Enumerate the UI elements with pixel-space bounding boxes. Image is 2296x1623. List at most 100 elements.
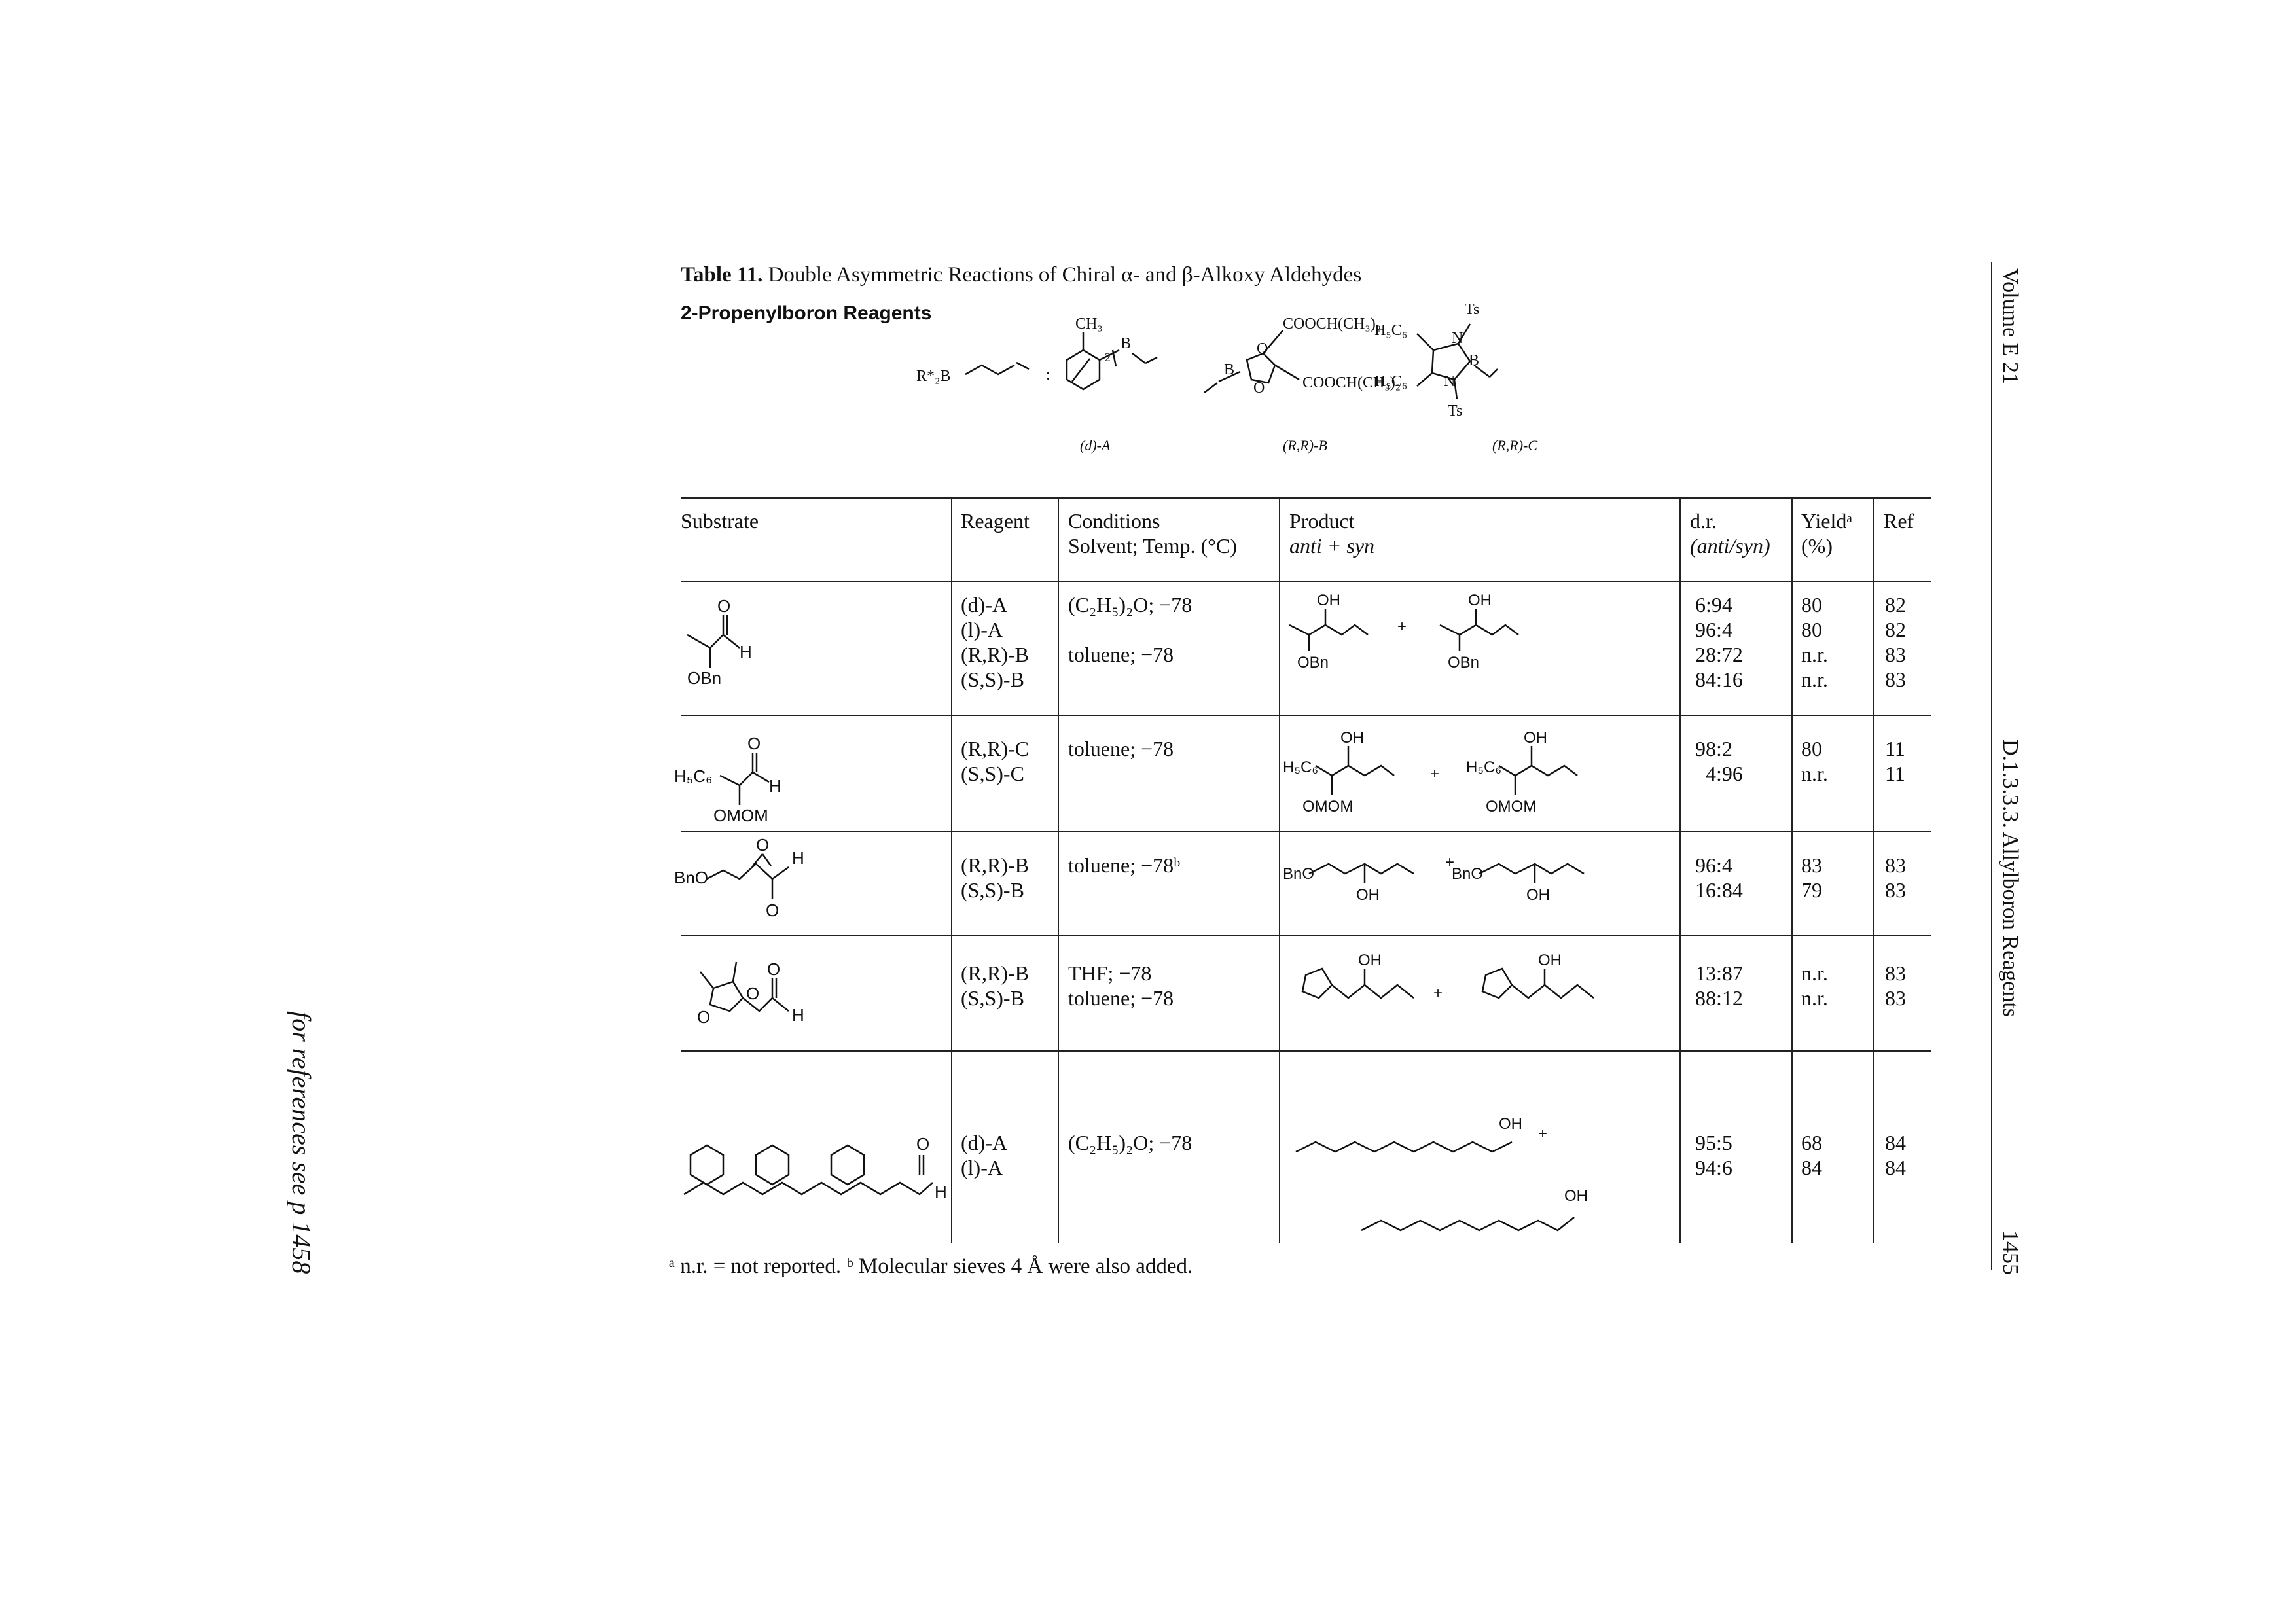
row4-dr: 13:87 88:12 [1695,961,1743,1010]
header-yield-line2: (%) [1801,534,1833,558]
table-cell: (S,S)-C [961,762,1024,785]
table-cell: 98:2 [1695,737,1732,760]
svg-text:OBn: OBn [687,668,721,688]
page-number: 1455 [1998,1230,2022,1275]
svg-text:Ts: Ts [1465,301,1479,318]
svg-text:OH: OH [1524,729,1547,747]
row3-yield: 83 79 [1801,853,1822,902]
margin-rule [1991,262,1992,1270]
svg-text:H₅C₆: H₅C₆ [1283,758,1318,776]
svg-text:OH: OH [1340,729,1364,747]
col-rule-1 [951,497,952,1243]
table-cell: 83 [1885,878,1906,902]
table-cell: 4:96 [1706,762,1743,785]
svg-text:OH: OH [1526,886,1550,904]
header-substrate: Substrate [681,509,759,533]
row2-conditions: toluene; −78 [1068,736,1174,761]
table-cell: (R,R)-C [961,737,1029,760]
svg-text:H: H [769,776,781,796]
table-cell [1068,617,1192,642]
row3-ref: 83 83 [1885,853,1906,902]
header-conditions: Conditions Solvent; Temp. (°C) [1068,508,1237,558]
header-dr: d.r. (anti/syn) [1690,508,1770,558]
header-dr-line1: d.r. [1690,509,1717,533]
row1-ref: 82 82 83 83 [1885,592,1906,692]
svg-text:H: H [740,642,752,662]
row4-yield: n.r. n.r. [1801,961,1828,1010]
svg-text:Ts: Ts [1448,402,1462,419]
svg-text:O: O [766,901,779,920]
row2-yield: 80 n.r. [1801,736,1828,786]
col-rule-5 [1791,497,1793,1243]
svg-text:N: N [1444,373,1455,390]
row1-reagents: (d)-A (l)-A (R,R)-B (S,S)-B [961,592,1029,692]
table-cell: (S,S)-B [961,668,1024,691]
table-cell: 11 [1885,762,1905,785]
svg-text:H: H [935,1182,947,1202]
svg-text:O: O [916,1134,929,1154]
svg-text:+: + [1430,765,1439,783]
row2-ref: 11 11 [1885,736,1905,786]
header-conditions-line1: Conditions [1068,509,1160,533]
row1-dr: 6:94 96:4 28:72 84:16 [1695,592,1743,692]
svg-text:BnO: BnO [1452,865,1483,883]
table-title: Table 11. Double Asymmetric Reactions of… [681,263,1361,287]
header-product: Product anti + syn [1289,508,1374,558]
row5-ref: 84 84 [1885,1130,1906,1180]
col-rule-2 [1058,497,1059,1243]
table-cell: 94:6 [1695,1156,1732,1179]
svg-text:O: O [747,734,761,753]
svg-text:O: O [756,835,769,855]
table-cell: 13:87 [1695,961,1743,985]
header-rule [681,581,1931,582]
table-cell: 82 [1885,618,1906,641]
table-cell: 83 [1885,643,1906,666]
table-cell: (d)-A [961,593,1008,616]
table-cell: n.r. [1801,643,1828,666]
svg-text:OMOM: OMOM [1302,798,1353,815]
table-cell: 95:5 [1695,1131,1732,1154]
col-rule-6 [1873,497,1874,1243]
row5-dr: 95:5 94:6 [1695,1130,1732,1180]
svg-text:B: B [1469,352,1479,369]
reagent-structures: R*₂B : CH₃ B 2 O B O COOCH(CH₃)₂ COOCH(C… [916,301,1537,454]
table-top-rule [681,497,1931,499]
table-cell: toluene; −78ᵇ [1068,853,1181,877]
svg-text:H₅C₆: H₅C₆ [1374,373,1407,390]
table-cell: 68 [1801,1131,1822,1154]
header-yield-line1: Yieldᵃ [1801,509,1853,533]
header-reagent: Reagent [961,509,1030,533]
table-cell: 83 [1885,961,1906,985]
table-cell: 84:16 [1695,668,1743,691]
header-ref: Ref [1884,509,1914,533]
table-footnote: ᵃ n.r. = not reported. ᵇ Molecular sieve… [669,1255,1193,1278]
row-rule-3 [681,935,1931,936]
svg-text:COOCH(CH₃)₂: COOCH(CH₃)₂ [1302,374,1401,391]
table-cell: (d)-A [961,1131,1008,1154]
table-cell: 79 [1801,878,1822,902]
table-cell: (R,R)-B [961,643,1029,666]
reagent-label-a: (d)-A [1080,437,1111,454]
table-cell: 80 [1801,593,1822,616]
reagent-label-b: (R,R)-B [1283,437,1327,454]
svg-text:BnO: BnO [1283,865,1314,883]
header-dr-line2: (anti/syn) [1690,534,1770,558]
svg-text:+: + [1538,1125,1547,1143]
row2-reagents: (R,R)-C (S,S)-C [961,736,1029,786]
row1-conditions: (C₂H₅)₂O; −78 toluene; −78 [1068,592,1192,667]
volume-label: Volume E 21 [1998,268,2022,384]
table-cell: 80 [1801,618,1822,641]
table-cell: 84 [1885,1156,1906,1179]
table-cell: THF; −78 [1068,961,1152,985]
table-cell: 11 [1885,737,1905,760]
table-cell: (l)-A [961,1156,1003,1179]
row2-dr: 98:2 4:96 [1695,736,1743,786]
svg-text:H₅C₆: H₅C₆ [1466,758,1501,776]
table-cell: 84 [1885,1131,1906,1154]
row5-conditions: (C₂H₅)₂O; −78 [1068,1130,1192,1155]
table-cell: 96:4 [1695,853,1732,877]
svg-text:BnO: BnO [674,868,708,887]
table-cell: 83 [1801,853,1822,877]
table-cell: (C₂H₅)₂O; −78 [1068,593,1193,616]
